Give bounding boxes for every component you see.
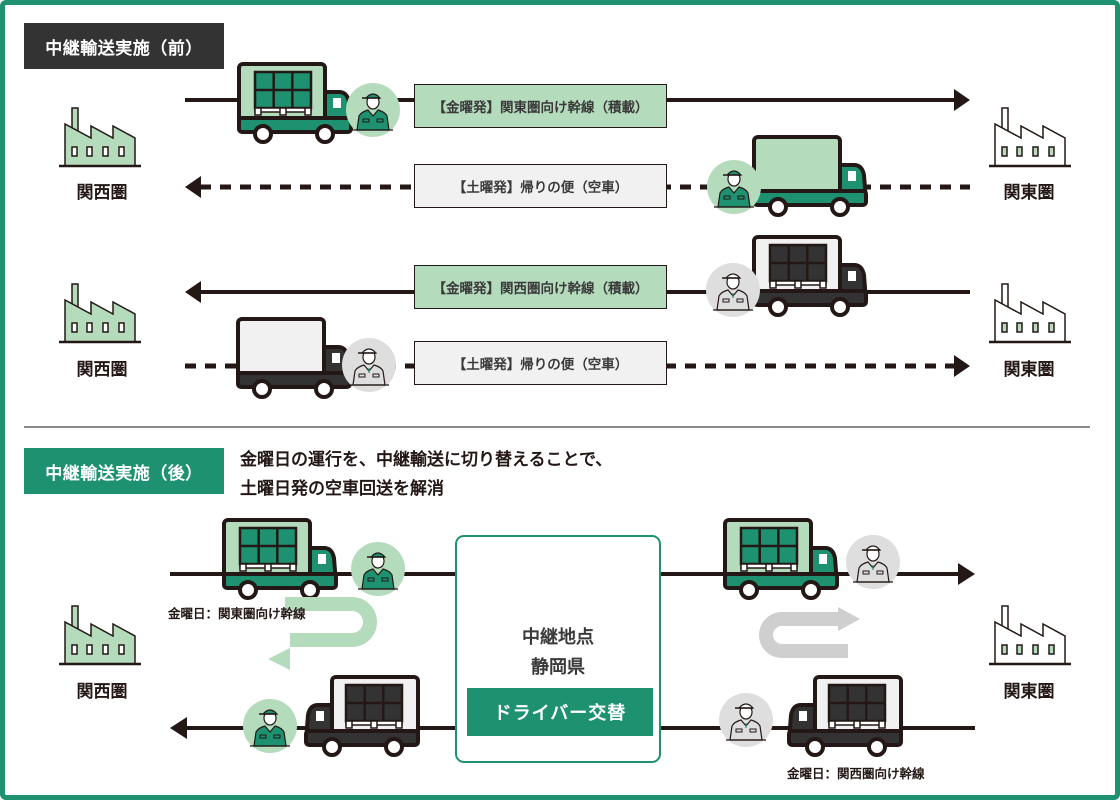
factory-icon-kanto-3 xyxy=(987,604,1073,666)
driver-icon xyxy=(350,541,406,597)
truck-icon xyxy=(237,62,353,144)
truck-icon xyxy=(304,675,420,757)
truck-icon xyxy=(723,518,839,600)
truck-icon xyxy=(752,135,868,217)
region-label-kanto: 関東圏 xyxy=(1003,682,1055,702)
factory-icon-kanto-1 xyxy=(987,106,1073,168)
region-label-kansai: 関西圏 xyxy=(76,360,128,380)
driver-icon xyxy=(242,698,298,754)
route-label-east: 金曜日：関東圏向け幹線 xyxy=(168,606,306,621)
truck-icon xyxy=(752,235,868,317)
relay-title: 中継地点 xyxy=(522,627,594,648)
route-label-4: 【土曜発】帰りの便（空車） xyxy=(414,341,667,385)
truck-icon xyxy=(222,518,338,600)
route-label-3: 【金曜発】関西圏向け幹線（積載） xyxy=(414,265,667,309)
relay-location: 静岡県 xyxy=(531,657,585,678)
driver-icon xyxy=(345,82,401,138)
region-label-kanto: 関東圏 xyxy=(1003,360,1055,380)
driver-icon xyxy=(845,534,901,590)
after-description-line-2: 土曜日発の空車回送を解消 xyxy=(240,479,444,499)
driver-change-badge: ドライバー交替 xyxy=(467,688,653,736)
route-label-1: 【金曜発】関東圏向け幹線（積載） xyxy=(414,84,667,128)
u-turn-arrow-icon-gray xyxy=(759,607,860,658)
u-turn-arrow-icon-green xyxy=(268,597,377,670)
arrow-right-icon xyxy=(958,563,975,585)
arrow-left-icon xyxy=(185,281,201,303)
section-divider xyxy=(24,426,1090,428)
route-label-west: 金曜日：関西圏向け幹線 xyxy=(787,766,925,781)
driver-icon xyxy=(718,692,774,748)
arrow-right-icon xyxy=(954,89,970,111)
route-label-2: 【土曜発】帰りの便（空車） xyxy=(414,164,667,208)
factory-icon-kansai-3 xyxy=(57,604,143,666)
region-label-kanto: 関東圏 xyxy=(1003,183,1055,203)
after-description: 金曜日の運行を、中継輸送に切り替えることで、 土曜日発の空車回送を解消 xyxy=(240,446,612,504)
factory-icon-kansai-1 xyxy=(57,106,143,168)
section-tag-before: 中継輸送実施（前） xyxy=(24,23,224,69)
driver-icon xyxy=(706,159,762,215)
truck-icon xyxy=(236,317,352,399)
driver-icon xyxy=(341,337,397,393)
arrow-right-icon xyxy=(954,355,970,377)
factory-icon-kanto-2 xyxy=(987,282,1073,344)
region-label-kansai: 関西圏 xyxy=(76,682,128,702)
relay-point-box: 中継地点 静岡県 ドライバー交替 xyxy=(455,535,661,763)
factory-icon-kansai-2 xyxy=(57,282,143,344)
region-label-kansai: 関西圏 xyxy=(76,183,128,203)
after-description-line-1: 金曜日の運行を、中継輸送に切り替えることで、 xyxy=(240,450,613,470)
section-tag-after: 中継輸送実施（後） xyxy=(24,448,224,494)
truck-icon xyxy=(787,675,903,757)
arrow-left-icon xyxy=(185,176,201,198)
arrow-left-icon xyxy=(170,717,187,739)
driver-icon xyxy=(705,262,761,318)
